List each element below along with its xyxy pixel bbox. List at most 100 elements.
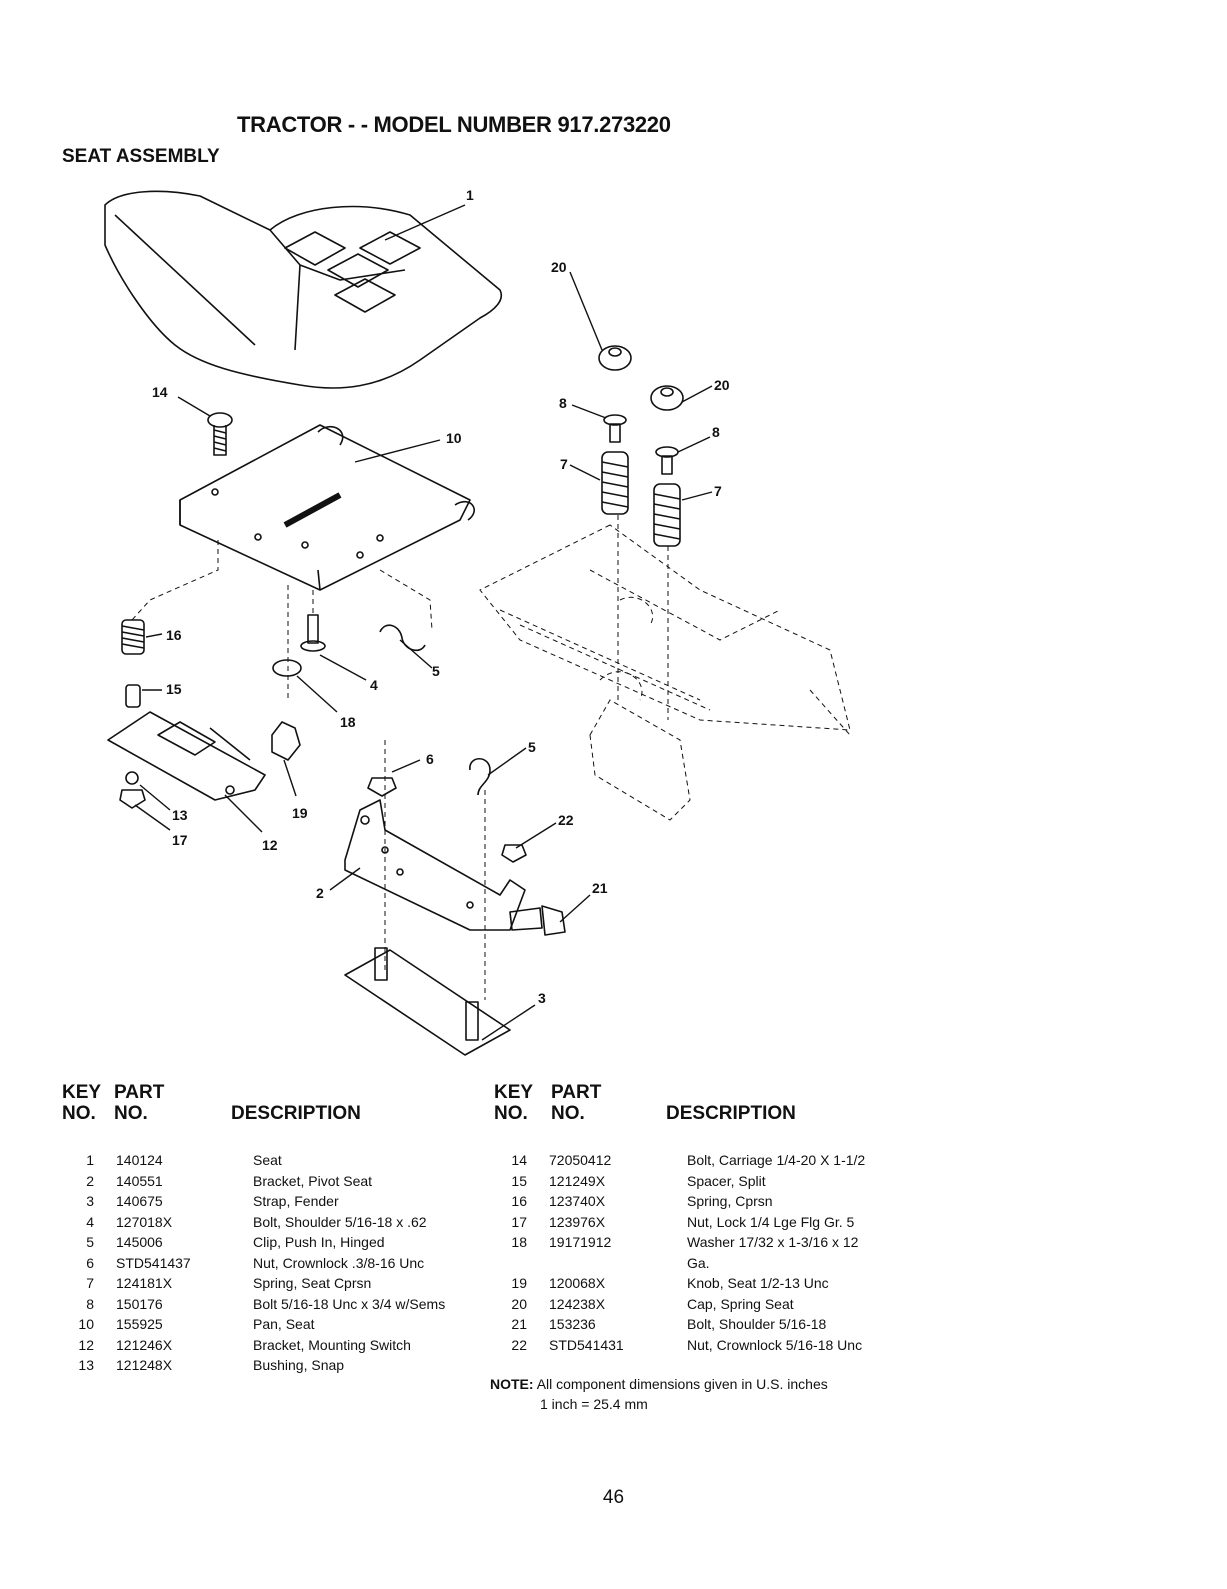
key-no-cell: 4 [86, 1213, 94, 1230]
key-no-cell: 20 [511, 1295, 527, 1312]
push-in-clip-part-lower [469, 757, 491, 796]
key-no-cell [505, 1253, 527, 1274]
sems-bolt-part [603, 414, 679, 475]
description-cell: Bolt, Carriage 1/4-20 X 1-1/2 [687, 1152, 866, 1168]
description-cell: Knob, Seat 1/2-13 Unc [687, 1275, 829, 1291]
callout-12: 12 [262, 837, 278, 853]
description-cell: Ga. [687, 1254, 710, 1271]
part-no-cell: 127018X [116, 1213, 173, 1230]
description-cell: Pan, Seat [253, 1316, 315, 1332]
description-cell: Cap, Spring Seat [687, 1295, 794, 1312]
part-no-cell [527, 1253, 687, 1274]
key-no-cell: 13 [78, 1357, 94, 1373]
description-cell: Bracket, Pivot Seat [253, 1172, 373, 1189]
pivot-seat-bracket-part [344, 799, 526, 931]
table-row: 8 150176 Bolt 5/16-18 Unc x 3/4 w/Sems [76, 1294, 445, 1315]
part-no-cell: 140124 [116, 1152, 163, 1168]
callout-8b: 8 [712, 424, 720, 440]
section-title: SEAT ASSEMBLY [62, 146, 220, 167]
key-no-cell: 12 [78, 1336, 94, 1353]
callout-22: 22 [558, 812, 574, 828]
callout-17: 17 [172, 832, 188, 848]
key-no-header-left-top: KEY [62, 1082, 102, 1103]
callout-5b: 5 [528, 739, 536, 755]
key-no-cell: 22 [511, 1336, 527, 1353]
key-no-cell: 10 [78, 1316, 94, 1332]
callout-10: 10 [446, 430, 462, 446]
callout-16: 16 [166, 627, 182, 643]
callout-7: 7 [560, 456, 568, 472]
description-cell: Strap, Fender [253, 1193, 339, 1209]
dimensions-note: NOTE: All component dimensions given in … [490, 1374, 828, 1414]
table-row: 10 155925 Pan, Seat [76, 1314, 445, 1335]
part-no-cell: 153236 [549, 1316, 596, 1332]
description-cell: Spring, Cprsn [687, 1193, 773, 1209]
table-row: 12 121246X Bracket, Mounting Switch [76, 1335, 445, 1356]
description-cell: Bracket, Mounting Switch [253, 1336, 411, 1353]
part-no-cell: 121249X [549, 1172, 606, 1189]
description-header-right: DESCRIPTION [666, 1103, 796, 1124]
key-no-cell: 5 [86, 1234, 94, 1250]
callout-6: 6 [426, 751, 434, 767]
part-no-cell: 145006 [116, 1234, 163, 1250]
seat-knob-part [271, 721, 301, 761]
key-no-header-right-bottom: NO. [494, 1103, 528, 1124]
seat-pan-part [179, 424, 475, 591]
page-number: 46 [602, 1487, 625, 1508]
callout-19: 19 [292, 805, 308, 821]
crownlock-nut-part [367, 777, 397, 797]
description-cell: Nut, Crownlock .3/8-16 Unc [253, 1254, 425, 1271]
callout-21: 21 [592, 880, 608, 896]
key-no-cell: 14 [511, 1152, 527, 1168]
seat-spring-part [601, 451, 681, 547]
part-no-cell: STD541437 [116, 1254, 191, 1271]
part-no-header-right-bottom: NO. [551, 1103, 585, 1124]
seat-part [104, 190, 502, 389]
callout-14: 14 [152, 384, 168, 400]
callout-15: 15 [166, 681, 182, 697]
key-no-cell: 15 [511, 1172, 527, 1189]
description-cell: Bolt 5/16-18 Unc x 3/4 w/Sems [253, 1295, 446, 1312]
part-no-cell: 140551 [116, 1172, 163, 1189]
description-cell: Clip, Push In, Hinged [253, 1234, 385, 1250]
part-no-cell: 155925 [116, 1316, 163, 1332]
callout-3: 3 [538, 990, 546, 1006]
part-no-cell: 121248X [116, 1357, 173, 1373]
table-row: 15 121249X Spacer, Split [505, 1171, 865, 1192]
description-cell: Spacer, Split [687, 1172, 766, 1189]
note-label: NOTE: [490, 1376, 534, 1392]
key-no-cell: 3 [86, 1193, 94, 1209]
fender-strap-part [344, 947, 511, 1056]
spring-seat-cap-part [598, 345, 684, 411]
page-title: TRACTOR - - MODEL NUMBER 917.273220 [237, 112, 671, 137]
note-text: All component dimensions given in U.S. i… [536, 1376, 828, 1392]
shoulder-bolt-part-large [509, 905, 566, 936]
key-no-cell: 17 [511, 1213, 527, 1230]
seat-assembly-diagram: 1 14 10 16 15 13 17 12 4 5 18 19 6 5 2 2… [104, 187, 851, 1056]
description-cell: Nut, Crownlock 5/16-18 Unc [687, 1336, 863, 1353]
spring-part [121, 619, 145, 708]
part-no-header-left-bottom: NO. [114, 1103, 148, 1124]
part-no-cell: 121246X [116, 1336, 173, 1353]
description-cell: Seat [253, 1152, 282, 1168]
callout-5: 5 [432, 663, 440, 679]
part-no-cell: 150176 [116, 1295, 163, 1312]
key-no-cell: 8 [86, 1295, 94, 1312]
part-no-header-right-top: PART [551, 1082, 602, 1103]
key-no-cell: 21 [511, 1316, 527, 1332]
description-header-left: DESCRIPTION [231, 1103, 361, 1124]
callout-2: 2 [316, 885, 324, 901]
part-no-cell: 120068X [549, 1275, 606, 1291]
push-in-clip-part [379, 624, 426, 652]
table-row: Ga. [505, 1253, 865, 1274]
part-no-cell: 123976X [549, 1213, 606, 1230]
